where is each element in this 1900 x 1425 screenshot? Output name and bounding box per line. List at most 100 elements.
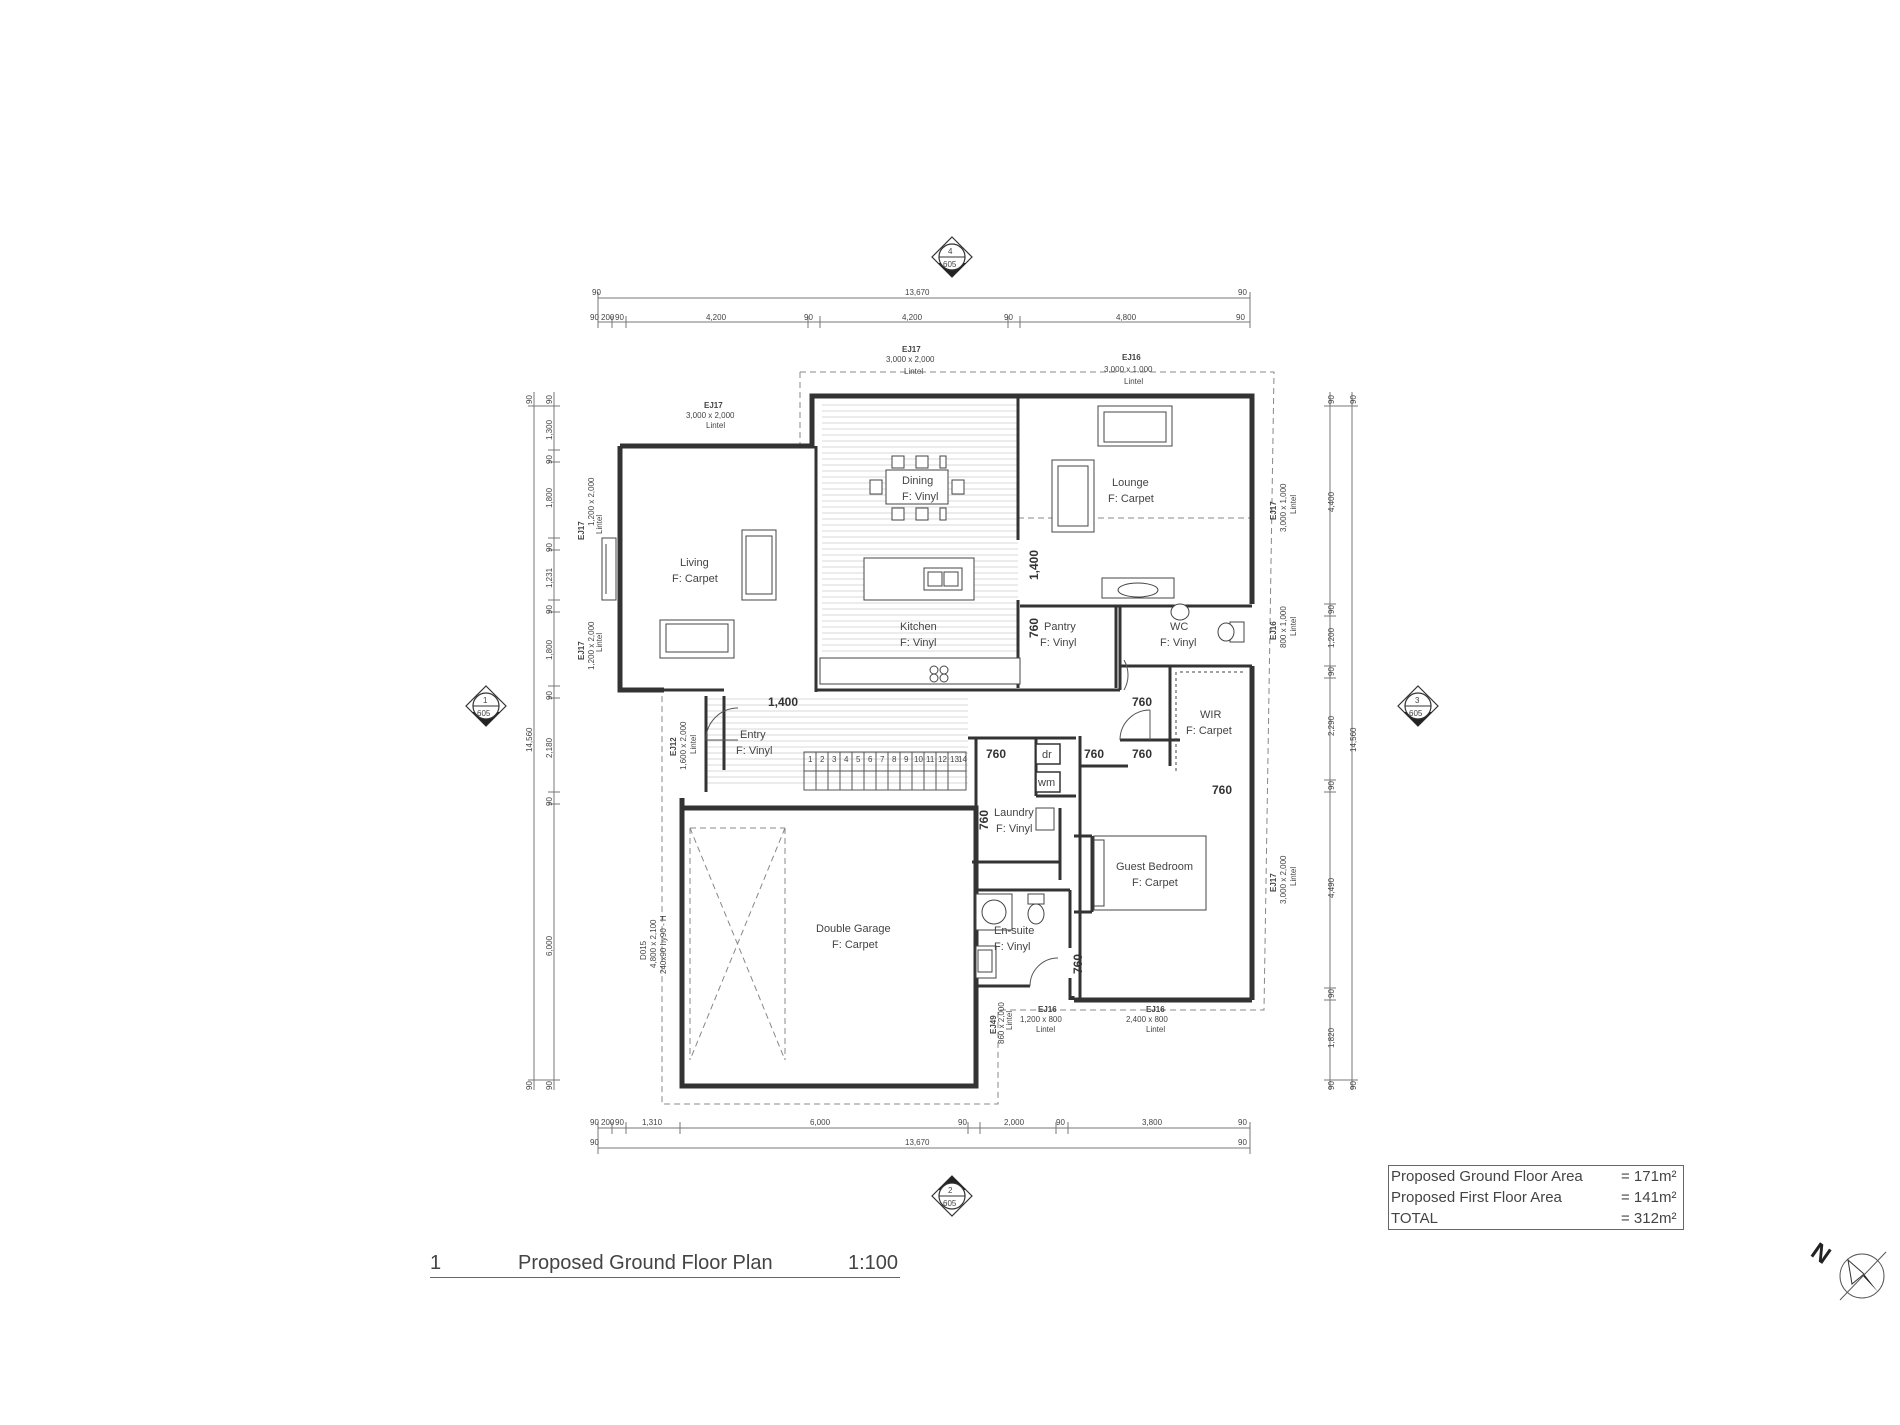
dim-bottom-chain-0: 90 (590, 1118, 599, 1127)
dim-left-wall-bottom: 90 (525, 1081, 534, 1090)
top-dimensions (597, 292, 1251, 328)
area-value: = 171m² (1621, 1168, 1677, 1185)
furniture (659, 405, 1245, 979)
wc-floor-label: F: Vinyl (1160, 637, 1196, 649)
dim-top-chain-4: 90 (804, 313, 813, 322)
lintel-garage-side-note: Lintel (1005, 1011, 1014, 1030)
dim-left-chain-12: 90 (545, 1081, 554, 1090)
dim-bottom-chain-3: 1,310 (642, 1118, 663, 1127)
interior-walls (664, 396, 1252, 1000)
staircase (803, 751, 967, 791)
dim-top-wall-right: 90 (1238, 288, 1247, 297)
lintel-left-lower-size: 1,200 x 2,000 (587, 621, 596, 670)
lintel-right-lower-code: EJ17 (1269, 873, 1278, 892)
wc-label: WC (1170, 621, 1188, 633)
stair-8: 8 (892, 755, 897, 764)
stair-numbers: 1 2 3 4 5 6 7 8 9 10 11 12 13 14 (808, 755, 967, 764)
stair-width-vertical: 1,400 (1027, 550, 1041, 580)
door-width-wc: 760 (1132, 695, 1152, 709)
door-width-bedroom: 760 (1212, 783, 1232, 797)
lintel-top-right-note: Lintel (1124, 377, 1143, 386)
lounge-floor-label: F: Carpet (1108, 493, 1154, 505)
dim-bottom-wall-left: 90 (590, 1138, 599, 1147)
dim-right-chain-1: 4,400 (1327, 491, 1336, 512)
lintel-right-upper-code: EJ17 (1269, 501, 1278, 520)
wir-label: WIR (1200, 709, 1221, 721)
lintel-top-left-size: 3,000 x 2,000 (686, 411, 735, 420)
section-bottom-number: 2 (948, 1186, 953, 1195)
lintel-right-upper-note: Lintel (1289, 495, 1298, 514)
lounge-armchair-icon (1051, 459, 1095, 533)
room-labels: Living F: Carpet Dining F: Vinyl Lounge … (672, 475, 1232, 953)
fixture-labels: dr wm (1035, 743, 1061, 793)
door-width-wir-left: 760 (1084, 747, 1104, 761)
laundry-label: Laundry (994, 807, 1034, 819)
dim-bottom-chain-2: 90 (615, 1118, 624, 1127)
lintel-bottom-ensuite-size: 1,200 x 800 (1020, 1015, 1062, 1024)
lintel-garage-side-size: 860 x 2,000 (997, 1002, 1006, 1044)
stair-1: 1 (808, 755, 813, 764)
dim-right-chain-5: 2,290 (1327, 715, 1336, 736)
living-floor-label: F: Carpet (672, 573, 718, 585)
lintel-bottom-bedroom-code: EJ16 (1146, 1005, 1165, 1014)
dim-left-overall: 14,560 (525, 727, 534, 752)
lintel-bottom-bedroom-note: Lintel (1146, 1025, 1165, 1034)
area-row: TOTAL = 312m² (1389, 1208, 1684, 1230)
dim-right-chain-2: 90 (1327, 605, 1336, 614)
laundry-tub-icon (1035, 807, 1055, 831)
dim-top-chain-1: 200 (601, 313, 615, 322)
dim-bottom-chain-8: 3,800 (1142, 1118, 1163, 1127)
lintel-left-upper-code: EJ17 (577, 521, 586, 540)
guest-bed-icon (1093, 835, 1207, 911)
dim-top-chain-7: 4,800 (1116, 313, 1137, 322)
dim-left-chain-9: 2,180 (545, 737, 554, 758)
dim-left-chain-5: 1,231 (545, 567, 554, 588)
lintel-left-upper-note: Lintel (595, 515, 604, 534)
dim-bottom-chain-5: 90 (958, 1118, 967, 1127)
ensuite-floor-label: F: Vinyl (994, 941, 1030, 953)
dim-left-chain-2: 90 (545, 455, 554, 464)
stair-3: 3 (832, 755, 837, 764)
dim-right-chain-7: 4,490 (1327, 877, 1336, 898)
dim-left-chain-3: 1,800 (545, 487, 554, 508)
section-right-number: 3 (1415, 696, 1420, 705)
lintel-right-lower-note: Lintel (1289, 867, 1298, 886)
area-label: Proposed Ground Floor Area (1391, 1168, 1583, 1185)
lintel-right-upper-size: 3,000 x 1,000 (1279, 483, 1288, 532)
lounge-sofa-icon (1097, 405, 1173, 447)
dim-right-overall: 14,560 (1349, 727, 1358, 752)
north-arrow-icon: N (1806, 1238, 1887, 1301)
dim-left-chain-4: 90 (545, 543, 554, 552)
lintel-garage-door-note: 240x90 hy90 - H (659, 915, 668, 974)
living-label: Living (680, 557, 709, 569)
door-width-ensuite: 760 (1071, 954, 1085, 974)
drawing-title: Proposed Ground Floor Plan (518, 1252, 773, 1274)
lintel-right-lower-size: 3,000 x 2,000 (1279, 855, 1288, 904)
dim-right-wall-top: 90 (1349, 395, 1358, 404)
dim-bottom-chain-9: 90 (1238, 1118, 1247, 1127)
ensuite-toilet-icon (1027, 893, 1045, 925)
stair-12: 12 (938, 755, 947, 764)
lintel-top-left-note: Lintel (706, 421, 725, 430)
bottom-dimension-labels: 90 200 90 1,310 6,000 90 2,000 90 3,800 … (590, 1118, 1247, 1147)
wir-shelves-icon (1175, 671, 1244, 772)
dining-floor-label: F: Vinyl (902, 491, 938, 503)
dim-left-chain-7: 1,800 (545, 639, 554, 660)
lintel-entry-note: Lintel (689, 735, 698, 754)
right-dimensions (1324, 392, 1358, 1090)
stair-11: 11 (926, 755, 935, 764)
dim-top-chain-5: 4,200 (902, 313, 923, 322)
lintel-entry-size: 1,600 x 2,000 (679, 721, 688, 770)
area-label: TOTAL (1391, 1210, 1438, 1227)
dim-bottom-chain-1: 200 (601, 1118, 615, 1127)
exterior-walls (617, 393, 1255, 1089)
dim-right-chain-4: 90 (1327, 667, 1336, 676)
stair-5: 5 (856, 755, 861, 764)
dim-top-chain-3: 4,200 (706, 313, 727, 322)
dim-left-chain-8: 90 (545, 691, 554, 700)
stair-4: 4 (844, 755, 849, 764)
lintel-top-mid-size: 3,000 x 2,000 (886, 355, 935, 364)
dim-left-chain-0: 90 (545, 395, 554, 404)
lounge-label: Lounge (1112, 477, 1149, 489)
